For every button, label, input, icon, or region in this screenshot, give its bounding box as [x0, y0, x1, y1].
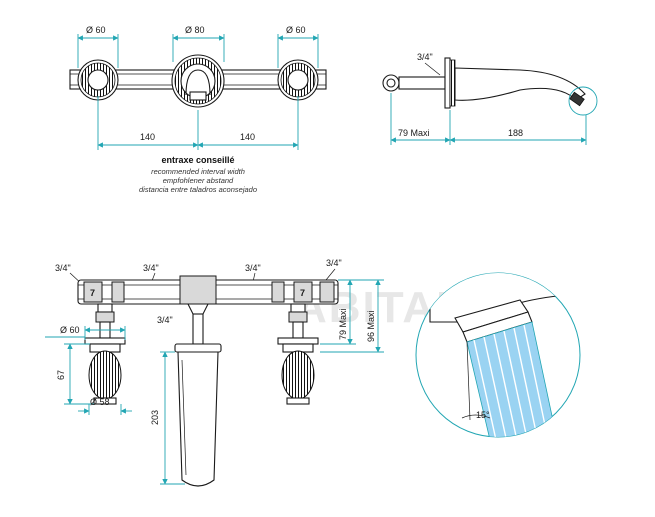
top-dia-left: Ø 60 — [86, 25, 106, 35]
front-height: 96 Maxi — [366, 310, 376, 342]
side-depth: 79 Maxi — [398, 128, 430, 138]
front-view: 3/4" 3/4" 3/4" 3/4" 7 7 3/4" 203 — [45, 258, 384, 487]
top-span-left: 140 — [140, 132, 155, 142]
side-view: 3/4" 79 Maxi 188 — [382, 52, 598, 145]
detail-angle: 15° — [476, 410, 490, 420]
note-en: recommended interval width — [151, 167, 245, 176]
front-spout-length: 203 — [150, 410, 160, 425]
top-view: Ø 60 Ø 80 Ø 60 140 140 — [69, 25, 327, 150]
svg-text:7: 7 — [90, 288, 95, 298]
note-title: entraxe conseillé — [161, 155, 234, 165]
side-projection: 188 — [508, 128, 523, 138]
note-es: distancia entre taladros aconsejado — [139, 185, 257, 194]
side-thread: 3/4" — [417, 52, 433, 62]
front-height-handle: 67 — [56, 370, 66, 380]
top-dia-right: Ø 60 — [286, 25, 306, 35]
front-dia-handle: Ø 58 — [90, 397, 110, 407]
top-span-right: 140 — [240, 132, 255, 142]
front-depth: 79 Maxi — [338, 308, 348, 340]
front-thread-1: 3/4" — [55, 263, 71, 273]
front-dia-rosette: Ø 60 — [60, 325, 80, 335]
interval-notes: entraxe conseillé recommended interval w… — [139, 155, 257, 194]
note-de: empfohlener abstand — [163, 176, 234, 185]
aerator-detail: 15° — [415, 272, 581, 438]
svg-text:7: 7 — [300, 288, 305, 298]
front-thread-center: 3/4" — [157, 315, 173, 325]
front-thread-4: 3/4" — [326, 258, 342, 268]
front-thread-3: 3/4" — [245, 263, 261, 273]
front-thread-2: 3/4" — [143, 263, 159, 273]
top-dia-center: Ø 80 — [185, 25, 205, 35]
